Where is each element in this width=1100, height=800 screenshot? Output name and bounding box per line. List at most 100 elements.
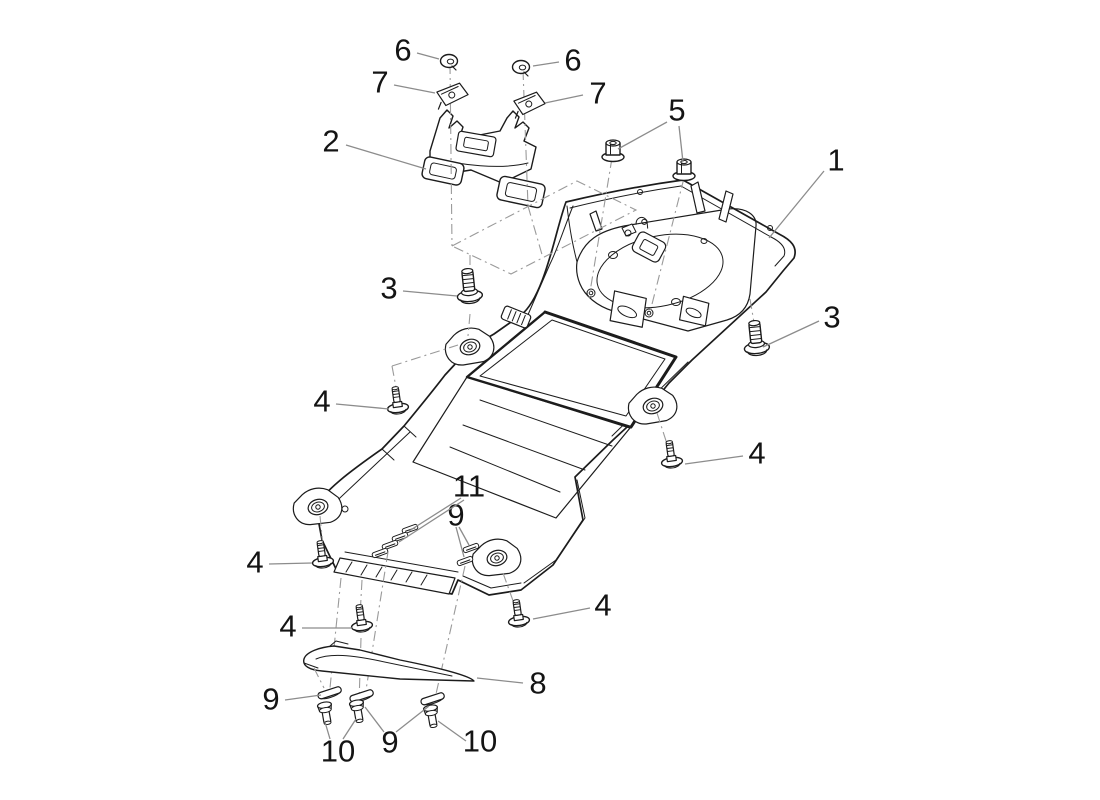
slot-group-shape-shape xyxy=(395,535,406,540)
clip-nut-shape xyxy=(440,86,459,95)
shoulder-screw-shape xyxy=(511,621,528,628)
grommet-mount xyxy=(471,538,522,577)
grommet-mount-shape xyxy=(471,538,522,577)
clip-nut-shape xyxy=(436,82,469,107)
lower-tray-shape xyxy=(412,376,631,519)
grommet-mount-shape xyxy=(627,386,678,425)
flange-nut xyxy=(601,139,625,163)
flanged-screw-shape xyxy=(749,326,762,341)
projection-lines-shape xyxy=(359,579,363,617)
leader-line-10 xyxy=(342,718,357,740)
grommet-mount-shape xyxy=(292,487,343,526)
callout-label-4-7: 4 xyxy=(279,609,296,644)
seat-latch-platform xyxy=(576,181,757,332)
seat-latch-platform-shape xyxy=(588,290,594,296)
seat-latch-shape xyxy=(631,231,667,263)
lower-cover-plate-shape xyxy=(329,640,349,647)
lower-cover-plate-shape xyxy=(313,667,325,689)
flange-nut-shape xyxy=(605,139,621,147)
slot-group-shape xyxy=(456,555,474,567)
leader-line-9 xyxy=(284,694,322,701)
clip-nut-shape xyxy=(437,101,442,110)
shoulder-screw-shape xyxy=(356,608,364,617)
bracket-boss xyxy=(455,130,497,158)
leader-line-4 xyxy=(335,403,390,410)
spacer-pad-shape xyxy=(422,697,445,706)
grommet-mount-shape xyxy=(463,341,477,353)
slot-group-shape-shape xyxy=(385,543,396,548)
flanged-screw xyxy=(456,267,484,305)
tab-flap-shape xyxy=(609,290,647,328)
clip-nut-shape xyxy=(525,100,533,108)
hardware xyxy=(311,53,771,729)
projection-lines-shape xyxy=(329,577,342,689)
bracket-foot xyxy=(496,175,546,209)
callout-label-10-18: 10 xyxy=(321,734,355,769)
flange-nut-shape xyxy=(609,140,617,146)
seat-latch-shape xyxy=(639,239,659,256)
spacer-pad-shape xyxy=(420,692,445,706)
grommet-mount xyxy=(444,327,495,366)
leader-line-7 xyxy=(393,84,436,94)
ribbed-foot-shape xyxy=(344,551,459,573)
slot-group-shape xyxy=(381,539,399,551)
lower-tray xyxy=(412,376,631,519)
leader-line-3 xyxy=(762,320,820,348)
callout-label-4-4: 4 xyxy=(313,384,330,419)
tab-flap-shape xyxy=(617,305,638,319)
flanged-screw-shape xyxy=(748,319,761,327)
shoulder-screw-shape xyxy=(317,544,325,553)
seat-latch-platform-shape xyxy=(586,288,596,298)
callout-label-11-20: 11 xyxy=(453,469,485,504)
clip-nut xyxy=(436,82,469,110)
flanged-screw-shape xyxy=(460,297,481,305)
washer-grommet-shape xyxy=(439,53,459,69)
seat-latch-platform-shape xyxy=(576,208,757,332)
washer-grommet-shape xyxy=(446,58,455,65)
callout-label-4-5: 4 xyxy=(748,436,765,471)
projection-lines-shape xyxy=(588,157,613,299)
grommet-mount xyxy=(292,487,343,526)
spacer-pad-shape xyxy=(317,686,342,700)
callout-label-9-16: 9 xyxy=(381,725,398,760)
seat-latch-platform-shape xyxy=(671,298,681,306)
washer-grommet-shape xyxy=(518,64,527,71)
push-rivet xyxy=(348,699,364,724)
push-rivet xyxy=(316,701,332,726)
rear-body-panel-shape xyxy=(767,225,773,231)
lower-cover-plate-shape xyxy=(303,645,475,682)
projection-lines-shape xyxy=(656,412,670,451)
callout-label-2-1: 2 xyxy=(322,124,339,159)
projection-lines-shape xyxy=(365,551,389,691)
grommet-mount-shape xyxy=(486,549,508,567)
grommet-mount-shape xyxy=(490,552,504,564)
grommet-mount-shape xyxy=(459,338,481,356)
lower-tray-shape xyxy=(479,399,613,447)
lower-cover-plate-shape xyxy=(303,662,319,669)
push-rivet-shape xyxy=(355,718,364,724)
projection-lines-shape xyxy=(467,313,471,337)
flange-nut xyxy=(672,158,696,182)
seat-latch-platform-shape xyxy=(608,251,618,259)
slot-group-shape-shape xyxy=(466,546,477,551)
spacer-pad xyxy=(420,692,445,706)
leader-line-11 xyxy=(408,497,462,532)
leader-line-4 xyxy=(268,562,313,565)
leader-line-3 xyxy=(402,290,458,297)
shoulder-screw xyxy=(350,604,374,633)
battery-tray-shape xyxy=(479,319,666,417)
leader-line-4 xyxy=(684,455,744,465)
prong-fin xyxy=(718,190,734,223)
leader-line-11 xyxy=(398,499,465,543)
flanged-screw-shape xyxy=(462,274,475,289)
push-rivet xyxy=(422,704,438,729)
shoulder-screw-shape xyxy=(391,386,399,391)
seat-latch-shape xyxy=(641,218,648,225)
shoulder-screw xyxy=(386,386,410,415)
flange-nut-shape xyxy=(676,158,692,166)
seat-latch-platform-shape xyxy=(700,238,708,244)
projection-lines-shape xyxy=(527,205,544,259)
callout-label-5-9: 5 xyxy=(668,93,685,128)
slot-group-shape-shape xyxy=(375,551,386,556)
